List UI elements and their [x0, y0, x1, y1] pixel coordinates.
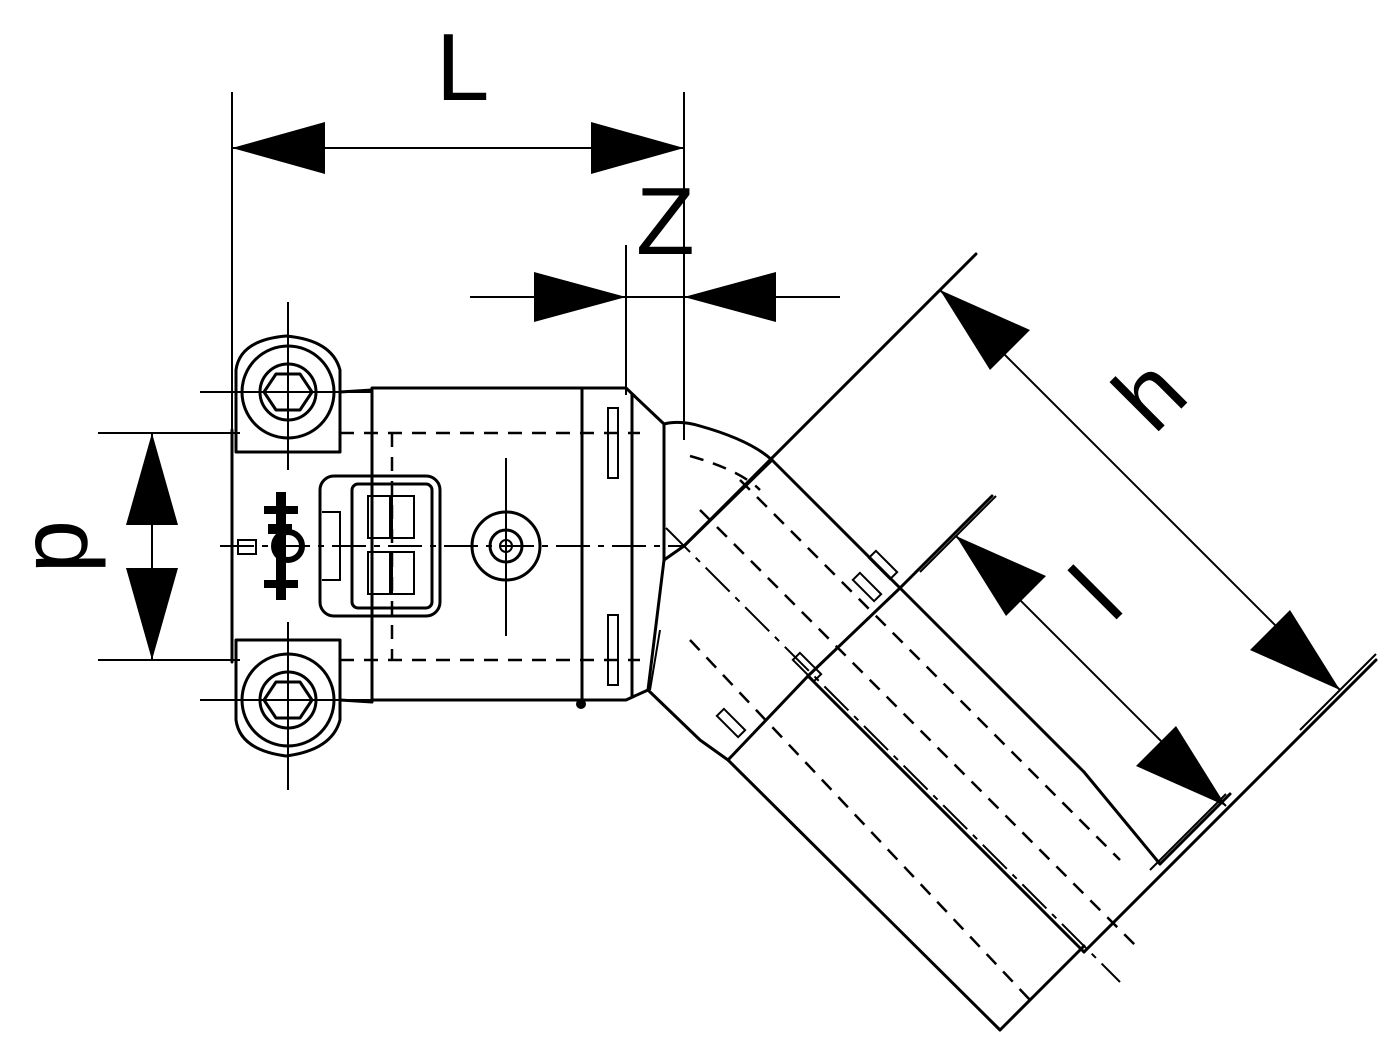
dimension-arrow: [1250, 610, 1340, 690]
dimension-arrow: [534, 272, 626, 322]
elbow-transition: [646, 420, 774, 762]
clamp-bolt-top: [200, 302, 374, 470]
electrical-connector: [318, 474, 442, 618]
dimension-label-d: d: [15, 520, 122, 573]
clamp-bolt-bottom: [200, 622, 374, 790]
dimension-arrow: [684, 272, 776, 322]
fusion-indicator: [470, 458, 542, 636]
angled-spigot: [665, 252, 1378, 1032]
left-face: [206, 428, 305, 664]
dimension-label-Z: Z: [636, 168, 695, 275]
dimension-arrow: [126, 568, 178, 660]
dimension-arrow: [940, 290, 1030, 370]
dimension-arrow: [1136, 726, 1226, 806]
dimension-d: d: [15, 432, 240, 661]
dimension-arrow: [126, 433, 178, 525]
dimension-arrow: [591, 122, 684, 174]
dimension-l: l: [919, 495, 1227, 871]
dimension-label-l: l: [1051, 548, 1142, 639]
dimension-arrow: [232, 122, 325, 174]
dimension-label-h: h: [1093, 337, 1206, 450]
dimension-label-L: L: [436, 14, 489, 121]
dimension-Z: Z: [470, 168, 840, 395]
dimension-arrow: [956, 536, 1046, 616]
symbol-glyph: [264, 492, 305, 600]
fitting-main-body: [220, 386, 684, 709]
dimension-L: L: [231, 14, 685, 440]
